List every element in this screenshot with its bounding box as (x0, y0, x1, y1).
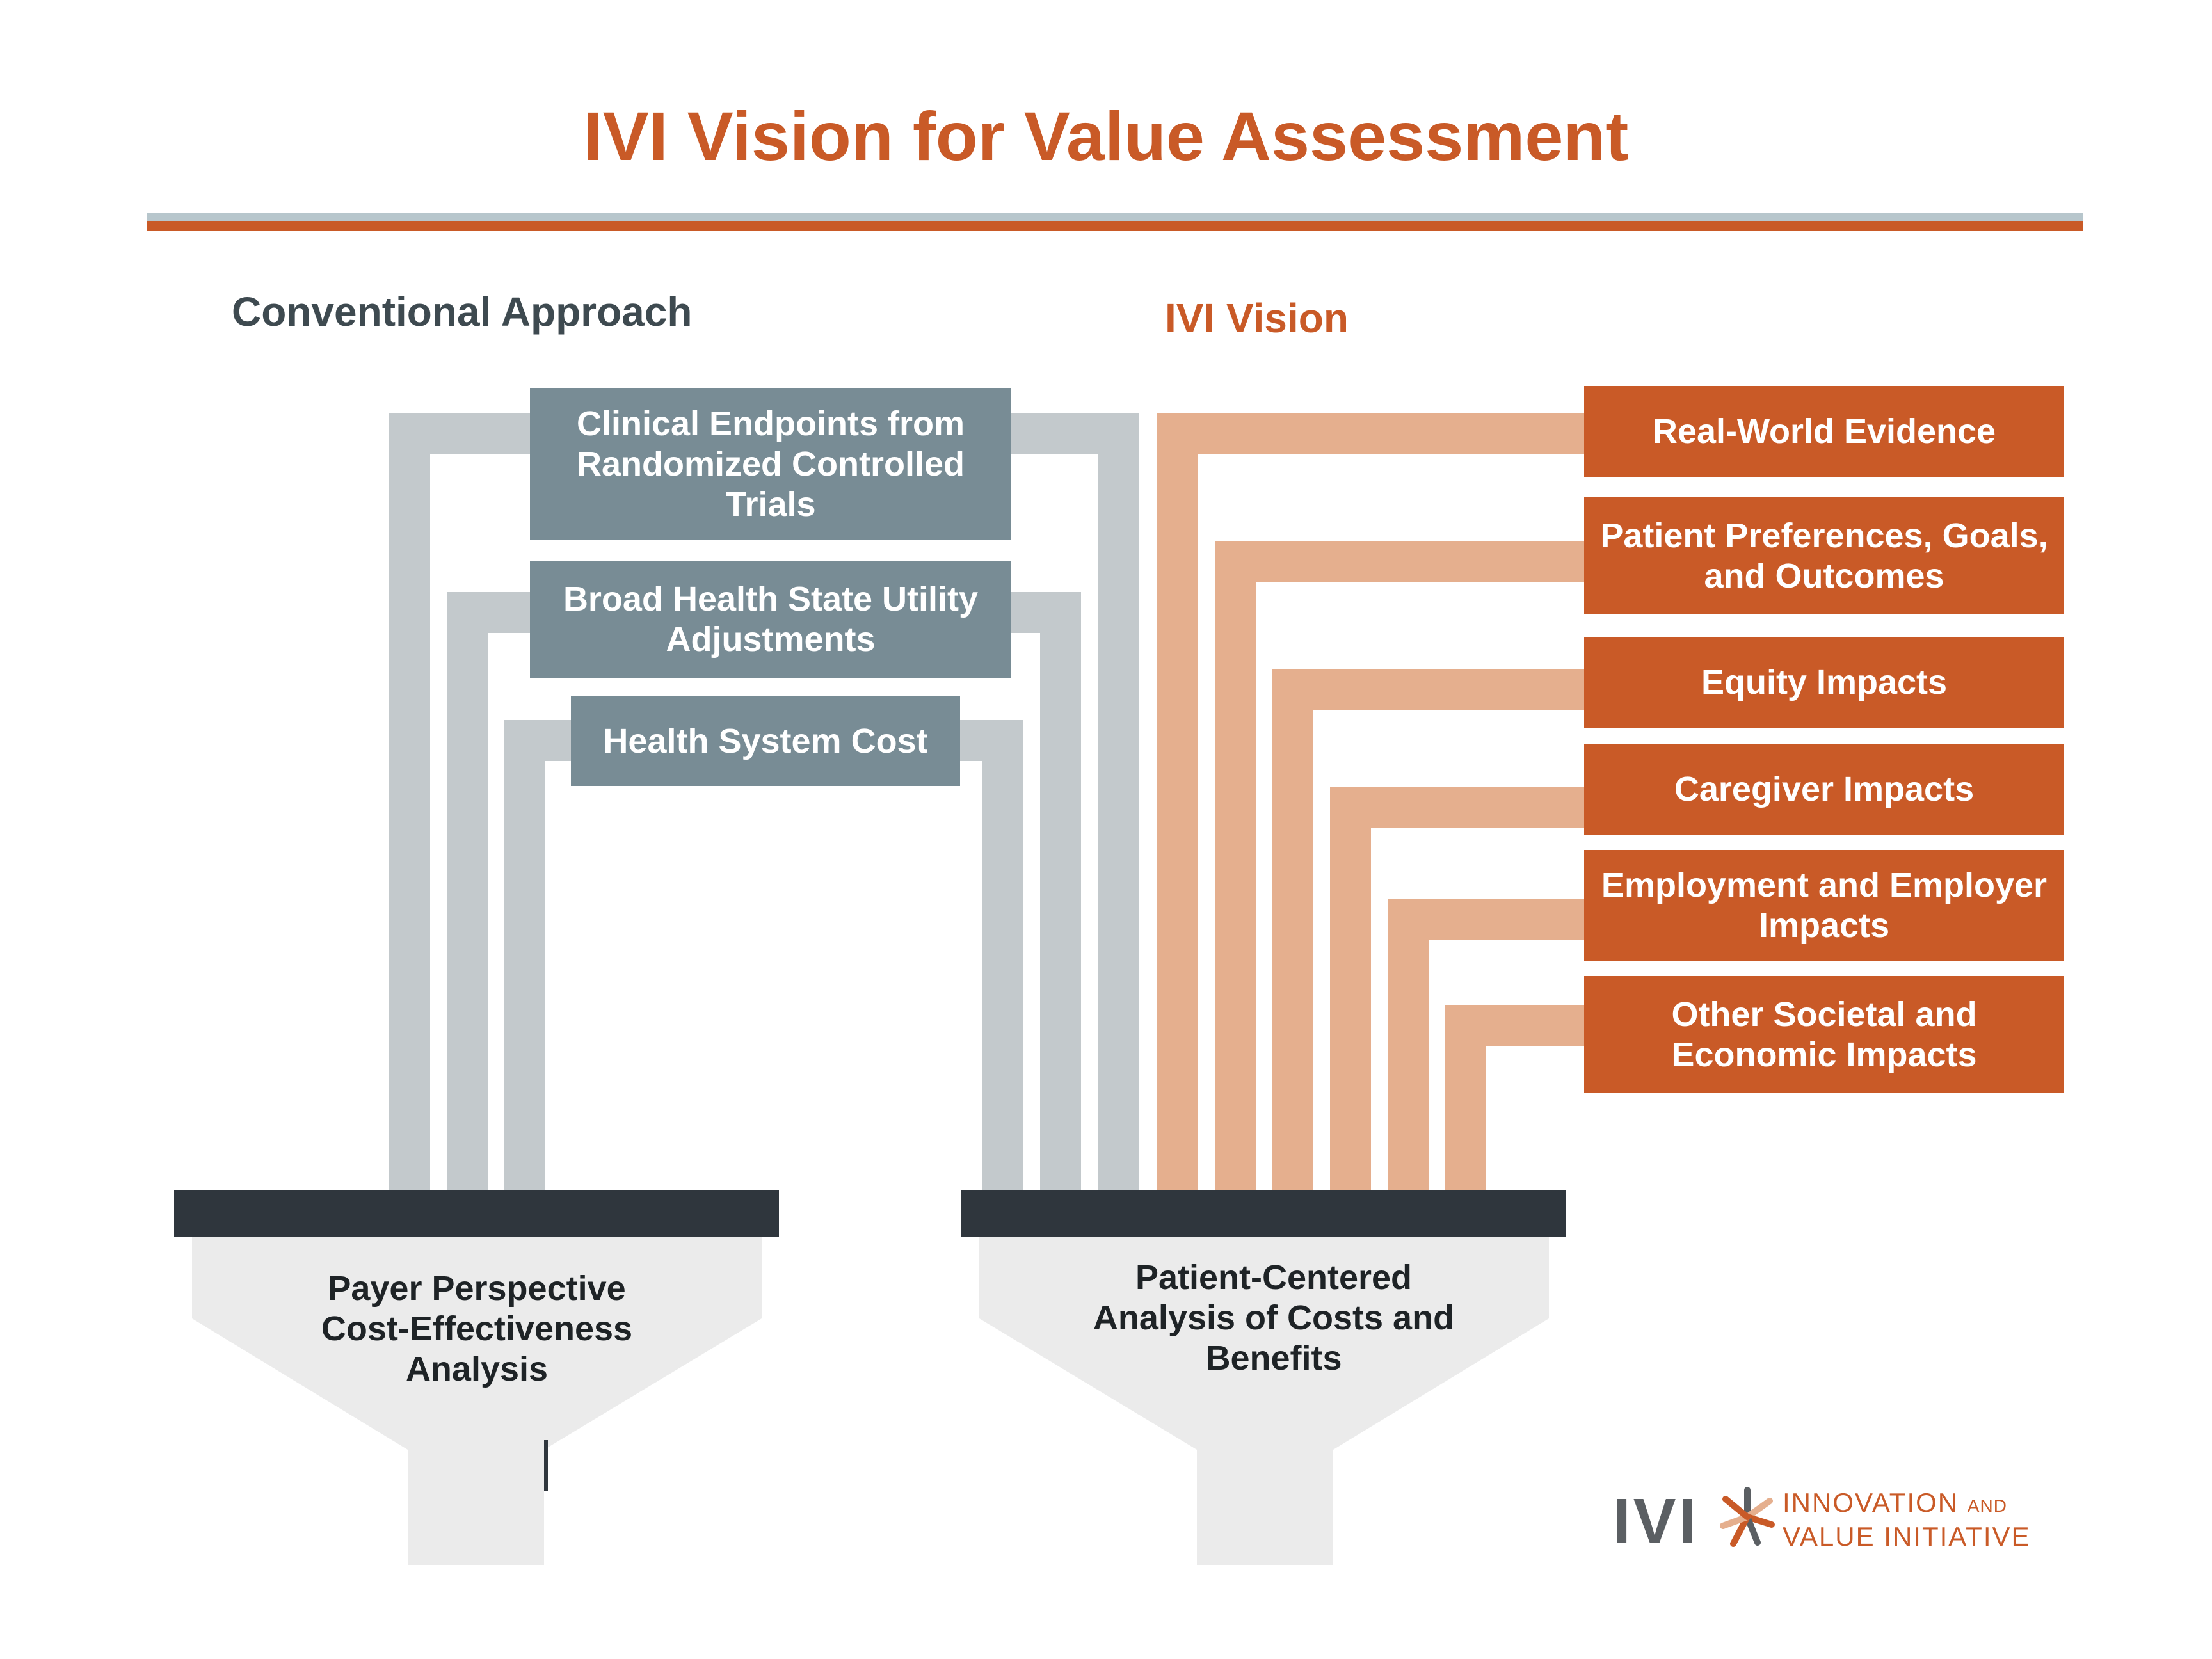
pipe-utility-left (447, 592, 538, 1190)
bar-ivi (961, 1190, 1566, 1237)
pipe-employment (1388, 899, 1587, 1190)
input-utility-adjustments: Broad Health State Utility Adjustments (530, 561, 1011, 678)
pipe-cost-right (954, 720, 1023, 1190)
logo-star-icon (1720, 1487, 1775, 1547)
funnel-ivi (979, 1235, 1549, 1565)
funnel-conventional (192, 1235, 762, 1565)
ivi-heading: IVI Vision (1165, 295, 1349, 341)
pipe-equity (1272, 669, 1587, 1190)
logo-line1-small: AND (1967, 1496, 2007, 1516)
bar-conventional (174, 1190, 779, 1237)
funnel-conventional-edge (544, 1440, 548, 1491)
logo-wordmark: INNOVATION AND VALUE INITIATIVE (1783, 1487, 2031, 1552)
pipe-rwe (1157, 413, 1587, 1190)
title-rule-accent (147, 221, 2083, 231)
pipe-cost-left (504, 720, 576, 1190)
input-employment-impacts: Employment and Employer Impacts (1584, 850, 2064, 961)
ivi-pipes (1157, 413, 1587, 1190)
input-caregiver-impacts: Caregiver Impacts (1584, 744, 2064, 835)
input-clinical-endpoints: Clinical Endpoints from Randomized Contr… (530, 388, 1011, 540)
logo-line1: INNOVATION (1783, 1487, 1959, 1518)
pipe-caregiver (1330, 787, 1587, 1190)
logo-mark: IVI (1613, 1486, 1699, 1557)
pipe-clinical-left (389, 413, 538, 1190)
input-health-system-cost: Health System Cost (571, 696, 960, 786)
output-payer-cea: Payer Perspective Cost-Effectiveness Ana… (321, 1269, 633, 1388)
pipe-utility-right (1005, 592, 1081, 1190)
output-patient-centered: Patient-Centered Analysis of Costs and B… (1093, 1258, 1455, 1377)
conventional-heading: Conventional Approach (232, 289, 693, 335)
logo-line2: VALUE INITIATIVE (1783, 1521, 2031, 1551)
title-rule-light (147, 213, 2083, 221)
page-title: IVI Vision for Value Assessment (583, 97, 1629, 175)
input-societal-economic-impacts: Other Societal and Economic Impacts (1584, 976, 2064, 1093)
pipe-clinical-right (1005, 413, 1139, 1190)
input-real-world-evidence: Real-World Evidence (1584, 386, 2064, 477)
pipe-preferences (1215, 541, 1587, 1190)
input-equity-impacts: Equity Impacts (1584, 637, 2064, 728)
conventional-pipes (389, 413, 1139, 1190)
pipe-societal (1445, 1005, 1587, 1190)
input-patient-preferences: Patient Preferences, Goals, and Outcomes (1584, 497, 2064, 614)
